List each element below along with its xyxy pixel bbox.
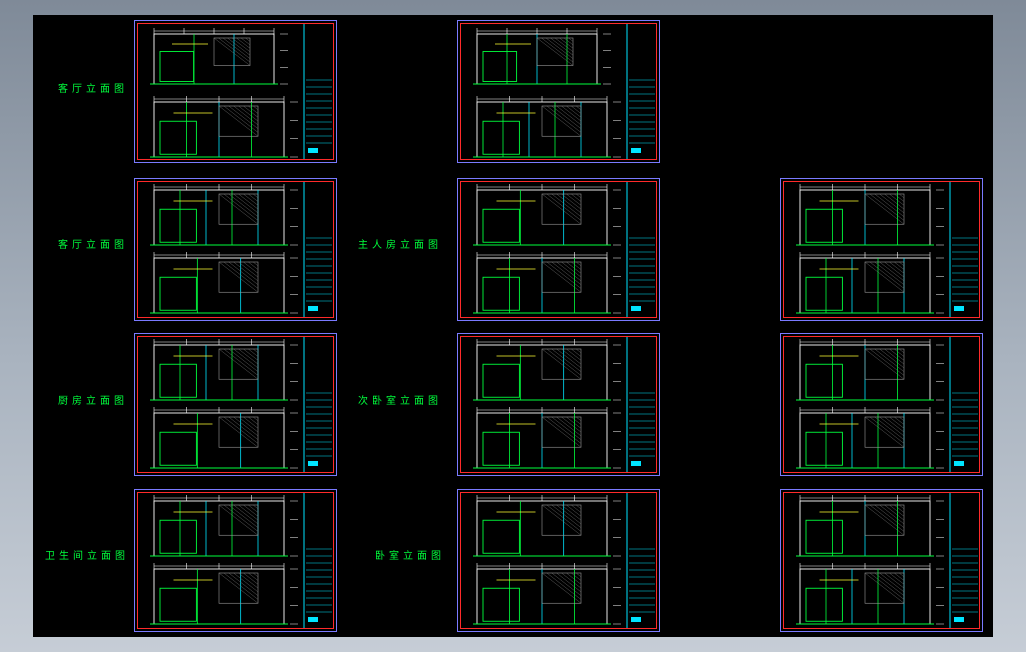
sheet-second-1[interactable] bbox=[457, 333, 660, 476]
label-master-bedroom-elevation: 主人房立面图 bbox=[358, 240, 442, 251]
label-second-bedroom-elevation: 次卧室立面图 bbox=[358, 396, 442, 407]
sheet-master-1[interactable] bbox=[457, 178, 660, 321]
sheet-living-3[interactable] bbox=[134, 178, 337, 321]
label-living-room-elevation-2: 客厅立面图 bbox=[58, 240, 128, 251]
sheet-bath-1[interactable] bbox=[134, 489, 337, 632]
label-living-room-elevation: 客厅立面图 bbox=[58, 84, 128, 95]
sheet-master-2[interactable] bbox=[780, 178, 983, 321]
label-bedroom-elevation: 卧室立面图 bbox=[375, 551, 445, 562]
sheet-living-2[interactable] bbox=[457, 20, 660, 163]
label-kitchen-elevation: 厨房立面图 bbox=[58, 396, 128, 407]
sheet-bedroom-1[interactable] bbox=[457, 489, 660, 632]
cad-drawing-canvas[interactable]: 客厅立面图 客厅立面图 主人房立面图 厨房立面图 次卧室立面图 卫生间立面图 卧… bbox=[33, 15, 993, 637]
sheet-kitchen-1[interactable] bbox=[134, 333, 337, 476]
sheet-second-2[interactable] bbox=[780, 333, 983, 476]
sheet-bedroom-2[interactable] bbox=[780, 489, 983, 632]
label-bathroom-elevation: 卫生间立面图 bbox=[45, 551, 129, 562]
sheet-living-1[interactable] bbox=[134, 20, 337, 163]
